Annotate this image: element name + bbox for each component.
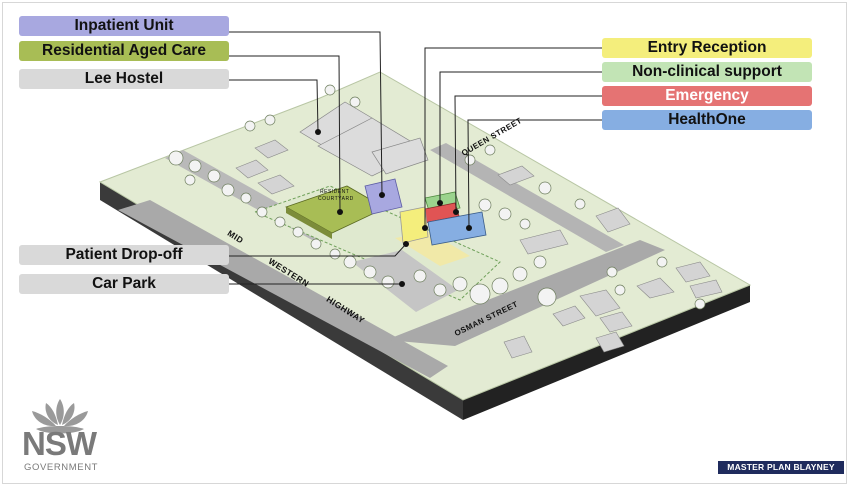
entry-reception-building xyxy=(399,206,429,244)
legend-emergency: Emergency xyxy=(602,86,812,106)
road-osman-street xyxy=(386,240,665,346)
neighbourhood-houses xyxy=(235,139,723,359)
waratah-logo-icon xyxy=(32,399,88,434)
legend-lee-hostel: Lee Hostel xyxy=(19,69,229,89)
car-park-area xyxy=(352,250,458,312)
leader-lines xyxy=(229,31,602,285)
logo-government: GOVERNMENT xyxy=(24,462,99,473)
lee-hostel-buildings xyxy=(299,101,429,177)
legend-patient-drop-off: Patient Drop-off xyxy=(19,245,229,265)
road-queen-street xyxy=(430,143,624,252)
terrain-side-right xyxy=(463,285,750,420)
legend-non-clinical-support: Non-clinical support xyxy=(602,62,812,82)
courtyard-label-line1: RESIDENT xyxy=(320,189,350,195)
legend-inpatient-unit: Inpatient Unit xyxy=(19,16,229,36)
legend-healthone: HealthOne xyxy=(602,110,812,130)
logo-nsw: NSW xyxy=(22,425,97,462)
legend-residential-aged-care: Residential Aged Care xyxy=(19,41,229,61)
footer-title: MASTER PLAN BLAYNEY MPS xyxy=(718,461,844,485)
leader-dots xyxy=(315,129,472,287)
trees xyxy=(168,84,706,310)
healthone-building xyxy=(427,211,487,246)
road-mid-western-highway xyxy=(118,200,448,378)
legend-car-park: Car Park xyxy=(19,274,229,294)
legend-entry-reception: Entry Reception xyxy=(602,38,812,58)
courtyard-label-line2: COURTYARD xyxy=(318,196,354,202)
